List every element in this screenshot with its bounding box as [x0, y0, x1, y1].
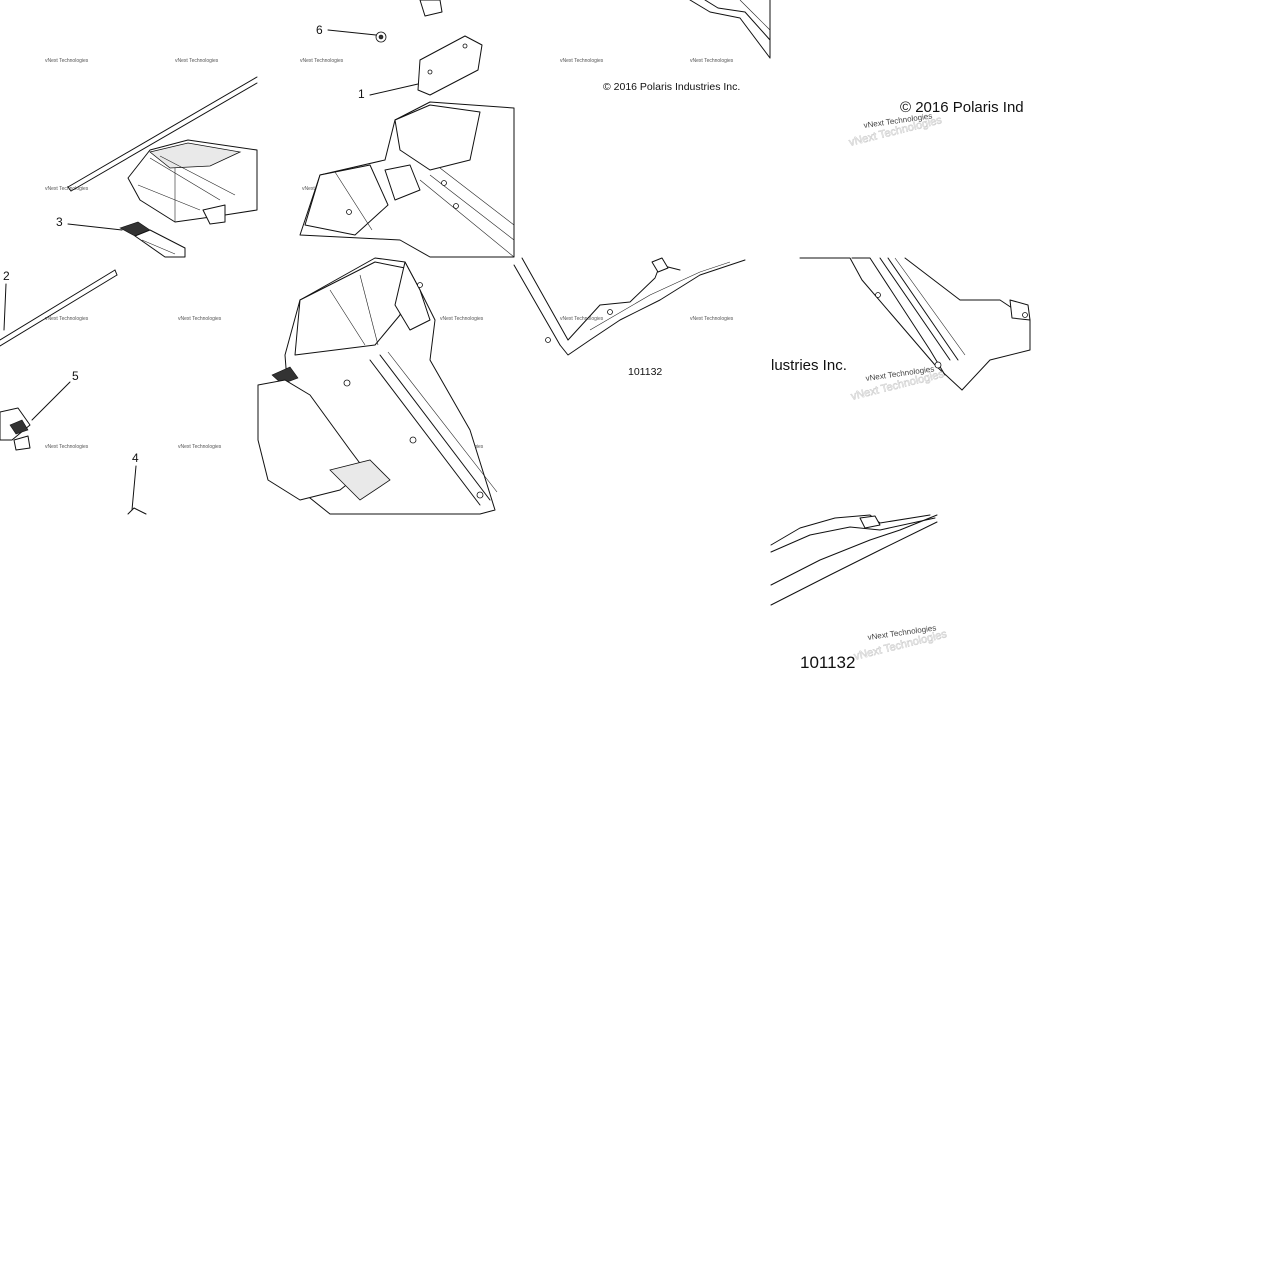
watermark: vNext Technologies	[560, 58, 604, 64]
tile-top-right: © 2016 Polaris Ind vNext Technologies vN…	[848, 99, 1024, 149]
tile-middle-center-right: vNext Technologies vNext Technologies 10…	[513, 257, 746, 378]
callout-3: 3	[56, 215, 63, 229]
tile-top-left: vNext Technologies vNext Technologies vN…	[45, 58, 258, 258]
diagram-number-large: 101132	[800, 653, 855, 672]
nut-part-6	[375, 31, 387, 43]
copyright-notice-large: © 2016 Polaris Ind	[900, 99, 1024, 116]
watermark: vNext Technologies	[178, 316, 222, 322]
plate-part-1	[417, 35, 483, 96]
leader-line-6	[327, 29, 377, 36]
watermark: vNext Technologies	[300, 58, 344, 64]
footrest-bracket-part	[127, 139, 258, 225]
watermark: vNext Technologies	[45, 316, 89, 322]
part-4-edge	[127, 507, 147, 515]
diagram-number: 101132	[628, 366, 662, 378]
watermark: vNext Technologies	[45, 444, 89, 450]
watermark: vNext Technologies	[690, 316, 734, 322]
leader-line-1	[369, 83, 419, 96]
tile-middle-center-left: vNext Technologies vNext Technologies vN…	[257, 257, 498, 515]
frame-base-part-large	[770, 514, 938, 606]
clip-part-3	[119, 221, 186, 258]
callout-5: 5	[72, 369, 79, 383]
callout-4: 4	[132, 451, 139, 465]
callout-6: 6	[316, 23, 323, 37]
clip-part-5	[0, 407, 31, 451]
callout-2: 2	[3, 269, 10, 283]
frame-part-lower	[257, 257, 498, 515]
tile-middle-left: vNext Technologies vNext Technologies vN…	[0, 269, 222, 515]
leader-line-3	[67, 223, 123, 231]
callout-1: 1	[358, 87, 365, 101]
tile-top-center-right: vNext Technologies vNext Technologies © …	[560, 0, 771, 93]
watermark: vNext Technologies	[175, 58, 219, 64]
copyright-notice: © 2016 Polaris Industries Inc.	[603, 81, 740, 93]
rod-part	[67, 76, 258, 192]
rod-part-2	[0, 269, 118, 347]
copyright-notice-tail: lustries Inc.	[771, 357, 847, 374]
watermark: vNext Technologies	[560, 316, 604, 322]
tile-middle-right: lustries Inc. vNext Technologies vNext T…	[771, 257, 1031, 403]
leader-line-5	[31, 381, 71, 421]
watermark: vNext Technologies	[178, 444, 222, 450]
frame-rail-part-large	[799, 257, 1031, 391]
tile-bottom-right: vNext Technologies vNext Technologies 10…	[770, 514, 949, 672]
watermark: vNext Technologies	[690, 58, 734, 64]
watermark: vNext Technologies	[440, 316, 484, 322]
tile-top-center-left: vNext Technologies vNext Technologies vN…	[299, 0, 515, 258]
leader-line-4	[131, 465, 137, 511]
frame-part	[299, 101, 515, 258]
leader-line-2	[3, 283, 7, 331]
watermark: vNext Technologies	[45, 186, 89, 192]
frame-rail-part	[689, 0, 771, 59]
tab-part	[419, 0, 443, 17]
frame-base-part	[513, 257, 746, 356]
watermark: vNext Technologies	[45, 58, 89, 64]
